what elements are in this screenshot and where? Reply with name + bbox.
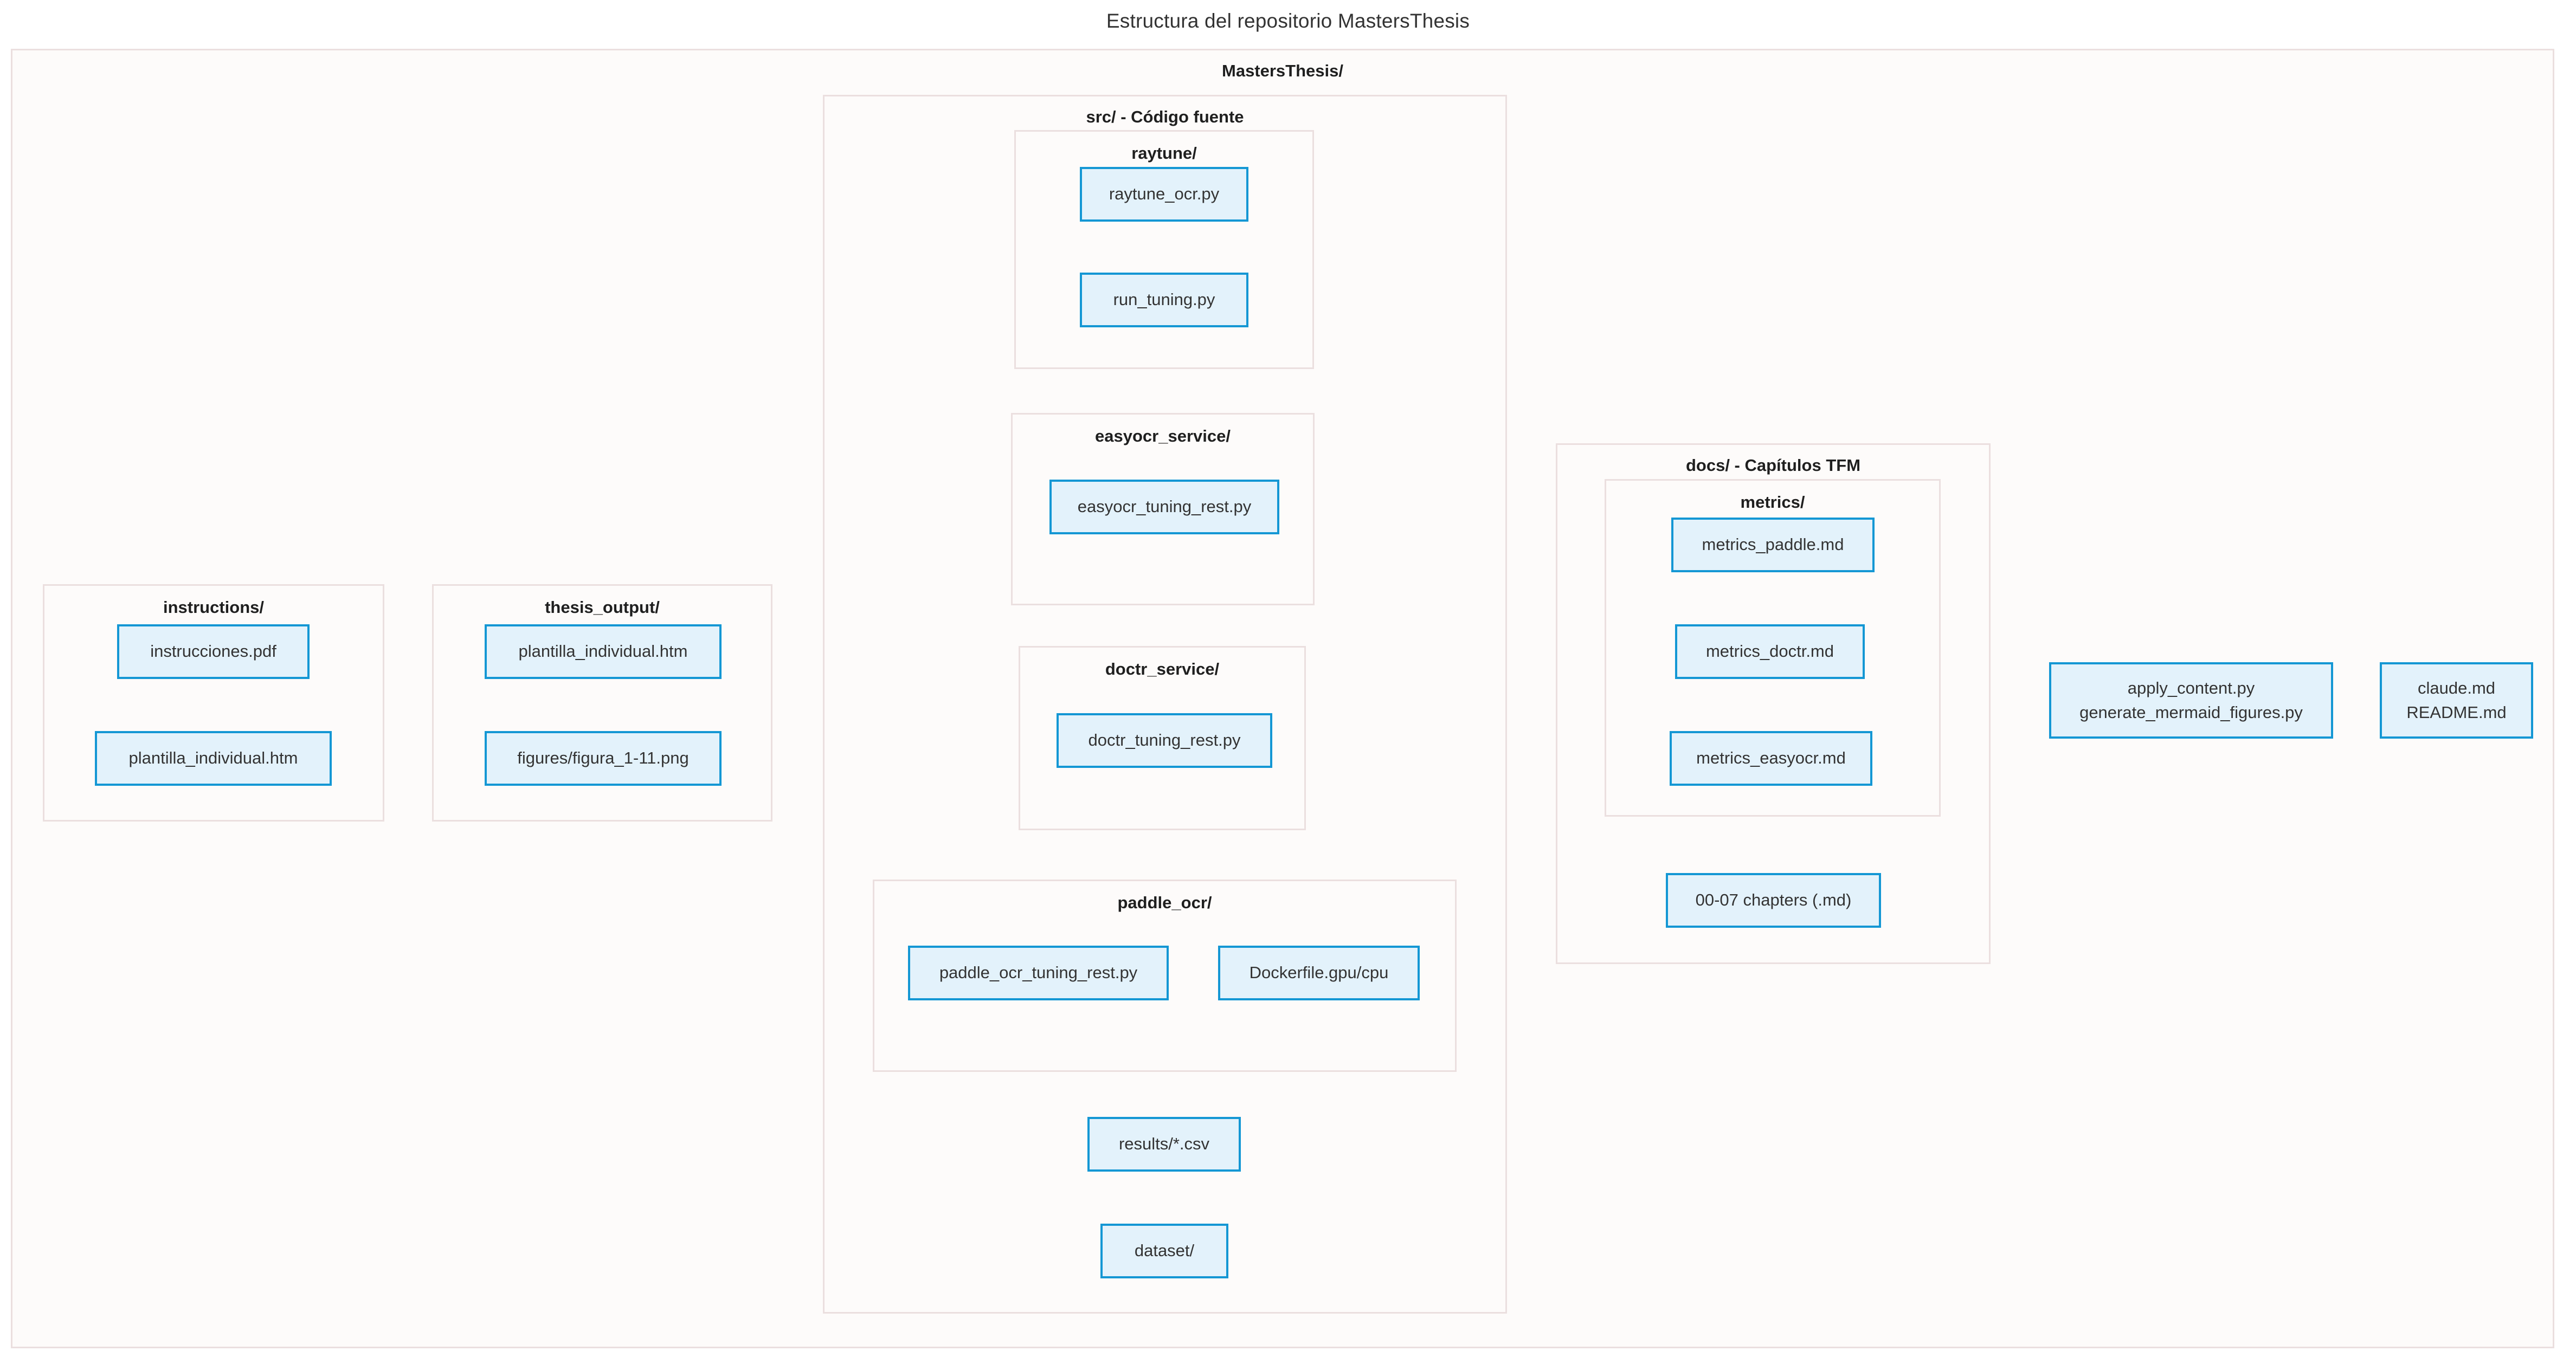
page-title: Estructura del repositorio MastersThesis xyxy=(1106,10,1470,32)
cluster-instructions: instructions/ xyxy=(43,584,384,822)
cluster-thesis-output: thesis_output/ xyxy=(432,584,772,822)
node-instructions-plantilla-individual-htm[interactable]: plantilla_individual.htm xyxy=(95,731,332,786)
node-label-line-2: generate_mermaid_figures.py xyxy=(2079,702,2303,722)
node-label-line-2: README.md xyxy=(2406,702,2507,722)
node-chapters-md[interactable]: 00-07 chapters (.md) xyxy=(1666,873,1881,928)
node-scripts-apply-content[interactable]: apply_content.py generate_mermaid_figure… xyxy=(2049,662,2333,739)
node-label-line-1: claude.md xyxy=(2417,678,2496,698)
node-label: Dockerfile.gpu/cpu xyxy=(1249,963,1389,982)
node-label: dataset/ xyxy=(1134,1241,1195,1260)
node-label: plantilla_individual.htm xyxy=(128,748,298,768)
node-metrics-easyocr-md[interactable]: metrics_easyocr.md xyxy=(1670,731,1872,786)
cluster-raytune: raytune/ xyxy=(1014,130,1314,369)
node-figures-figura-png[interactable]: figures/figura_1-11.png xyxy=(485,731,722,786)
node-label: results/*.csv xyxy=(1118,1134,1210,1154)
node-label: raytune_ocr.py xyxy=(1109,184,1220,204)
node-label: metrics_doctr.md xyxy=(1705,642,1834,661)
node-label-line-1: apply_content.py xyxy=(2127,678,2255,698)
node-results-csv[interactable]: results/*.csv xyxy=(1087,1117,1241,1172)
cluster-label-mastersthesis: MastersThesis/ xyxy=(1222,61,1343,80)
node-raytune-ocr-py[interactable]: raytune_ocr.py xyxy=(1080,167,1248,222)
node-label: run_tuning.py xyxy=(1113,290,1215,309)
node-easyocr-tuning-rest-py[interactable]: easyocr_tuning_rest.py xyxy=(1049,480,1279,534)
cluster-label-thesis-output: thesis_output/ xyxy=(545,598,660,617)
node-dataset[interactable]: dataset/ xyxy=(1100,1224,1228,1278)
node-label: easyocr_tuning_rest.py xyxy=(1077,497,1252,516)
node-run-tuning-py[interactable]: run_tuning.py xyxy=(1080,273,1248,327)
cluster-label-docs: docs/ - Capítulos TFM xyxy=(1685,456,1861,475)
node-metrics-doctr-md[interactable]: metrics_doctr.md xyxy=(1675,624,1865,679)
cluster-label-doctr-service: doctr_service/ xyxy=(1105,660,1220,678)
node-doctr-tuning-rest-py[interactable]: doctr_tuning_rest.py xyxy=(1057,713,1272,768)
cluster-label-easyocr-service: easyocr_service/ xyxy=(1095,426,1231,445)
cluster-label-src: src/ - Código fuente xyxy=(1086,107,1244,126)
node-thesis-plantilla-individual-htm[interactable]: plantilla_individual.htm xyxy=(485,624,722,679)
node-readme-claude-md[interactable]: claude.md README.md xyxy=(2380,662,2533,739)
node-label: metrics_easyocr.md xyxy=(1696,748,1846,768)
node-label: figures/figura_1-11.png xyxy=(517,748,689,768)
node-label: metrics_paddle.md xyxy=(1702,535,1844,554)
node-dockerfile-gpu-cpu[interactable]: Dockerfile.gpu/cpu xyxy=(1218,946,1420,1000)
node-label: 00-07 chapters (.md) xyxy=(1695,890,1852,910)
node-label: instrucciones.pdf xyxy=(150,642,276,661)
node-label: doctr_tuning_rest.py xyxy=(1088,731,1241,750)
cluster-label-paddle-ocr: paddle_ocr/ xyxy=(1117,893,1212,912)
node-label: paddle_ocr_tuning_rest.py xyxy=(939,963,1138,982)
node-instrucciones-pdf[interactable]: instrucciones.pdf xyxy=(117,624,310,679)
cluster-label-metrics: metrics/ xyxy=(1740,493,1805,512)
node-metrics-paddle-md[interactable]: metrics_paddle.md xyxy=(1671,518,1875,572)
cluster-label-instructions: instructions/ xyxy=(163,598,264,617)
cluster-label-raytune: raytune/ xyxy=(1131,144,1197,163)
node-label: plantilla_individual.htm xyxy=(518,642,688,661)
node-paddle-ocr-tuning-rest-py[interactable]: paddle_ocr_tuning_rest.py xyxy=(908,946,1169,1000)
